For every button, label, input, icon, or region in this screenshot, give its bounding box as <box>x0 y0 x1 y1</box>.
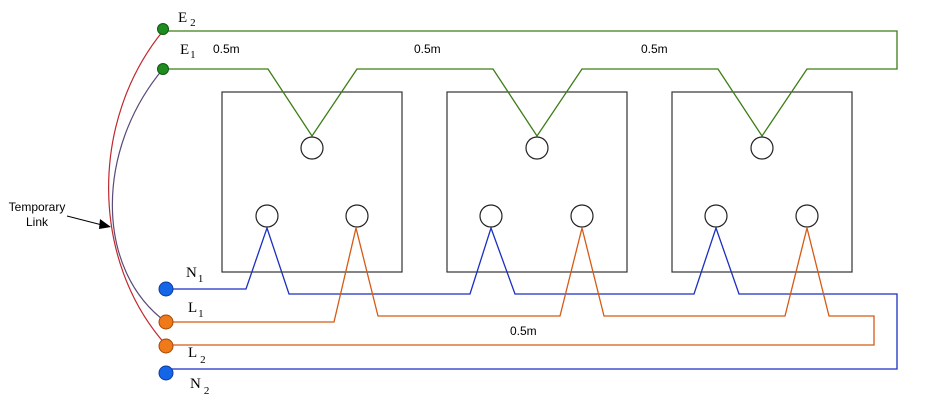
terminal-e1-dot <box>157 63 169 75</box>
temporary-link-red <box>108 30 167 346</box>
terminal-e2-dot <box>157 23 169 35</box>
temporary-link-arrowhead <box>99 219 111 229</box>
terminal-n1-label: N1 <box>186 265 203 285</box>
earth-wire-e1 <box>163 30 898 138</box>
temporary-link-purple <box>111 68 167 323</box>
temporary-link-label-line2: Link <box>26 215 49 229</box>
live-wire <box>166 227 875 346</box>
socket-box-3 <box>671 91 853 273</box>
terminal-n2-dot <box>158 365 174 381</box>
distance-label-earth-3: 0.5m <box>641 42 668 56</box>
socket-1-earth-hole <box>300 136 324 160</box>
socket-3-earth-hole <box>750 136 774 160</box>
socket-1-live-hole <box>345 204 369 228</box>
neutral-wire <box>166 225 898 370</box>
terminal-l2-dot <box>158 338 174 354</box>
socket-3-live-hole <box>795 204 819 228</box>
distance-label-earth-1: 0.5m <box>213 42 240 56</box>
terminal-l1-label: L1 <box>188 300 204 320</box>
distance-label-live: 0.5m <box>510 324 537 338</box>
terminal-l1-dot <box>158 314 174 330</box>
socket-3-neutral-hole <box>704 204 728 228</box>
socket-box-2 <box>446 91 628 273</box>
socket-2-neutral-hole <box>479 204 503 228</box>
socket-2-earth-hole <box>525 136 549 160</box>
socket-2-live-hole <box>570 204 594 228</box>
socket-1-neutral-hole <box>255 204 279 228</box>
terminal-n1-dot <box>158 281 174 297</box>
distance-label-earth-2: 0.5m <box>414 42 441 56</box>
socket-box-1 <box>221 91 403 273</box>
terminal-e1-label: E1 <box>180 42 196 61</box>
temporary-link-label-line1: Temporary <box>9 200 66 214</box>
